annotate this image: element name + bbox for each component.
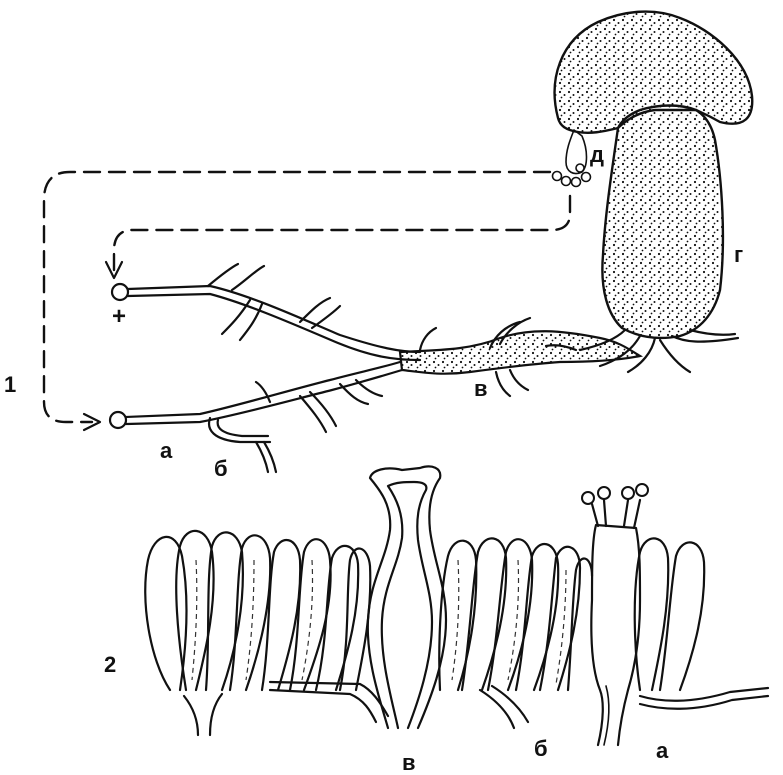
- figure-2-number: 2: [104, 652, 116, 677]
- label-plus: +: [112, 303, 126, 330]
- label-v: в: [474, 376, 488, 401]
- basidium-with-spores: [553, 130, 591, 187]
- label-a: а: [160, 438, 173, 463]
- label-b-2: б: [534, 736, 548, 761]
- secondary-mycelium: [400, 318, 640, 396]
- label-b: б: [214, 456, 228, 481]
- label-v-2: в: [402, 750, 416, 775]
- figure-2: 2 в б а: [104, 466, 768, 775]
- mycelium-plus: [112, 264, 420, 360]
- label-a-2: а: [656, 738, 669, 763]
- mushroom-stem: [602, 106, 723, 338]
- cystidium: [368, 466, 446, 728]
- figure-1: 1 + а б в г д: [4, 12, 752, 481]
- cycle-arrows: [44, 172, 570, 430]
- basidium-with-spores-2: [582, 484, 648, 745]
- mycelium-lower: [110, 362, 402, 472]
- label-g: г: [734, 242, 743, 267]
- hymenium-cells: [145, 531, 704, 690]
- label-d: д: [590, 142, 604, 167]
- figure-1-number: 1: [4, 372, 16, 397]
- fruiting-body: [555, 12, 753, 372]
- spore-plus: [112, 284, 128, 300]
- spore-lower: [110, 412, 126, 428]
